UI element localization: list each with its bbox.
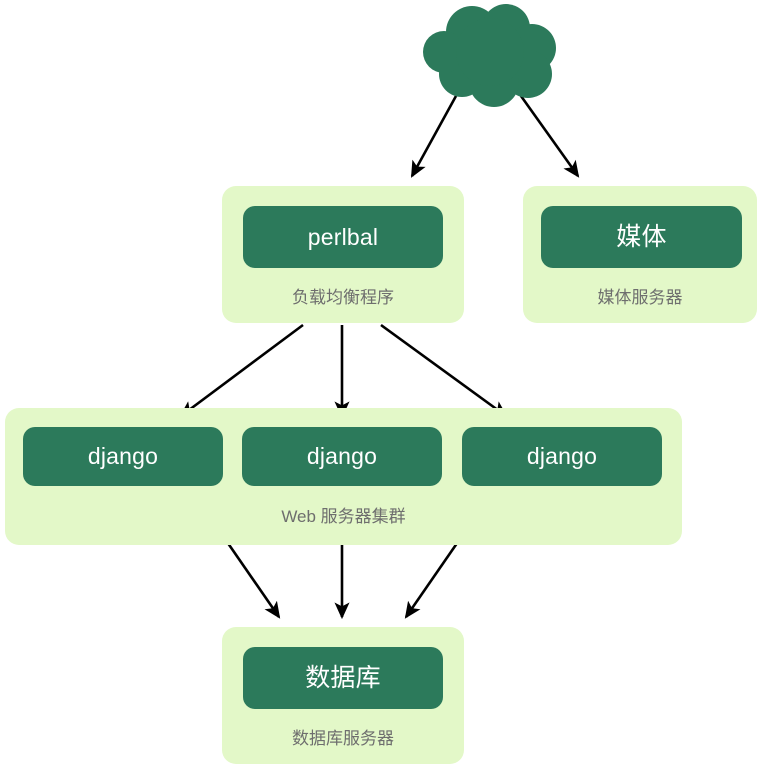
node-database[interactable]: 数据库 bbox=[243, 647, 443, 709]
node-django-3[interactable]: django bbox=[462, 427, 662, 486]
internet-cloud-icon bbox=[423, 4, 556, 107]
edge-perlbal-to-django-3 bbox=[380, 323, 508, 418]
caption-web-cluster: Web 服务器集群 bbox=[281, 507, 406, 526]
edge-perlbal-to-django-1 bbox=[179, 323, 304, 418]
caption-load-balancer: 负载均衡程序 bbox=[292, 288, 394, 307]
edge-cloud-to-media bbox=[519, 95, 580, 178]
node-django-2[interactable]: django bbox=[242, 427, 442, 486]
caption-database: 数据库服务器 bbox=[292, 729, 394, 748]
node-perlbal[interactable]: perlbal bbox=[243, 206, 443, 268]
node-media[interactable]: 媒体 bbox=[541, 206, 742, 268]
node-django-1[interactable]: django bbox=[23, 427, 223, 486]
caption-media: 媒体服务器 bbox=[597, 288, 683, 307]
edge-cloud-to-perlbal bbox=[410, 95, 458, 178]
